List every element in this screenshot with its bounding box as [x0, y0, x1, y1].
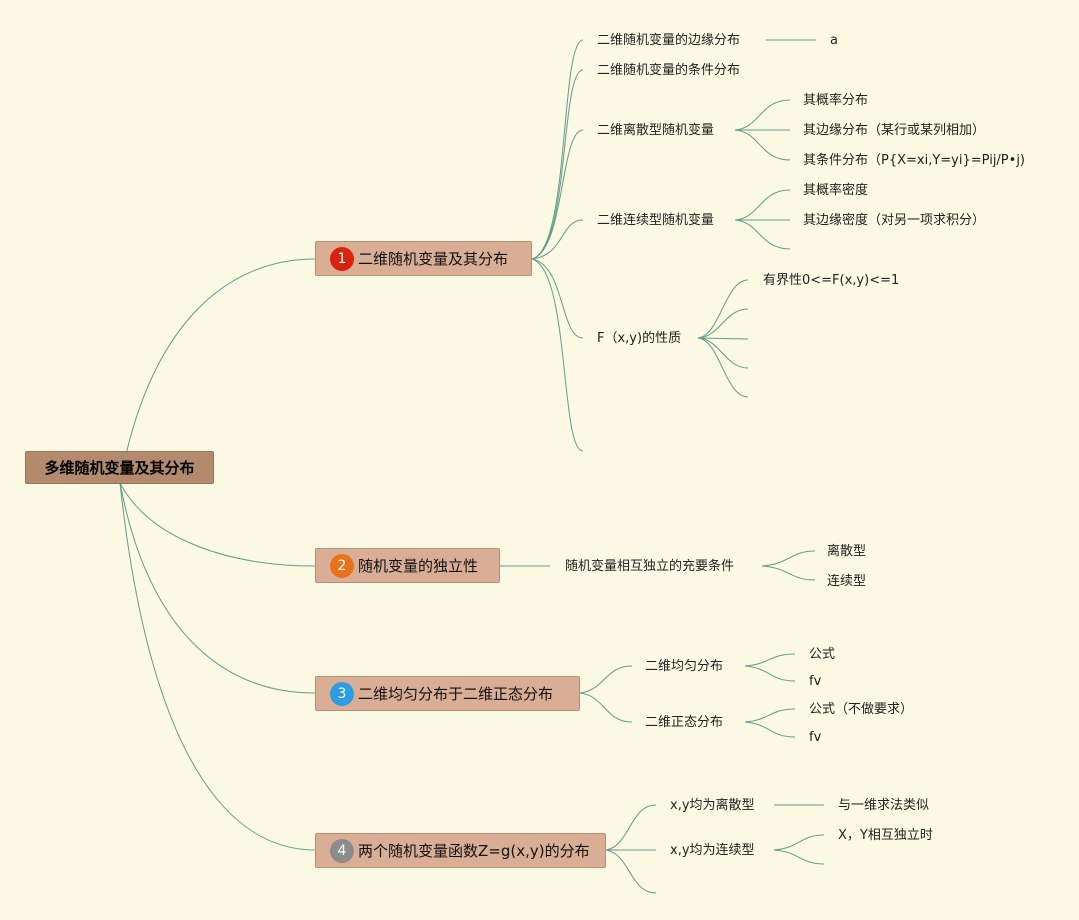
topic-discrete-child-3[interactable]: 其条件分布（P{X=xi,Y=yi}=Pij/P•j) — [803, 153, 1025, 168]
topic-discrete-child-2[interactable]: 其边缘分布（某行或某列相加） — [803, 123, 986, 138]
topic-independence-continuous[interactable]: 连续型 — [827, 574, 867, 589]
topic-both-continuous[interactable]: x,y均为连续型 — [670, 843, 755, 858]
topic-normal-fv[interactable]: fv — [809, 730, 822, 745]
topic-continuous-variable[interactable]: 二维连续型随机变量 — [597, 213, 715, 228]
topic-both-discrete[interactable]: x,y均为离散型 — [670, 798, 755, 813]
branch-4-label: 两个随机变量函数Z=g(x,y)的分布 — [358, 842, 590, 860]
branch-2-label: 随机变量的独立性 — [358, 557, 479, 575]
topic-conditional-distribution[interactable]: 二维随机变量的条件分布 — [597, 63, 741, 78]
topic-F-properties[interactable]: F（x,y)的性质 — [597, 331, 682, 346]
topic-uniform-formula[interactable]: 公式 — [809, 647, 836, 662]
topic-marginal-a[interactable]: a — [830, 33, 838, 48]
branch-3[interactable]: 3 二维均匀分布于二维正态分布 — [315, 676, 580, 711]
topic-uniform-fv[interactable]: fv — [809, 674, 822, 689]
number-badge-2: 2 — [330, 553, 354, 578]
topic-normal-formula[interactable]: 公式（不做要求） — [809, 702, 914, 717]
topic-independence-condition[interactable]: 随机变量相互独立的充要条件 — [565, 559, 735, 574]
topic-independence-discrete[interactable]: 离散型 — [827, 544, 867, 559]
number-badge-3: 3 — [330, 681, 354, 706]
topic-discrete-child-1[interactable]: 其概率分布 — [803, 93, 869, 108]
topic-normal-distribution[interactable]: 二维正态分布 — [645, 715, 724, 730]
branch-1[interactable]: 1 二维随机变量及其分布 — [315, 241, 532, 276]
branch-1-label: 二维随机变量及其分布 — [358, 250, 509, 268]
topic-both-continuous-child[interactable]: X，Y相互独立时 — [838, 828, 933, 843]
branch-2[interactable]: 2 随机变量的独立性 — [315, 548, 500, 583]
number-badge-1: 1 — [330, 246, 354, 271]
topic-F-child-1[interactable]: 有界性0<=F(x,y)<=1 — [763, 273, 900, 288]
topic-both-discrete-child[interactable]: 与一维求法类似 — [838, 798, 930, 813]
topic-continuous-child-2[interactable]: 其边缘密度（对另一项求积分） — [803, 213, 986, 228]
branch-4[interactable]: 4 两个随机变量函数Z=g(x,y)的分布 — [315, 833, 606, 868]
number-badge-4: 4 — [330, 838, 354, 863]
topic-marginal-distribution[interactable]: 二维随机变量的边缘分布 — [597, 33, 741, 48]
branch-3-label: 二维均匀分布于二维正态分布 — [358, 685, 554, 703]
root-label: 多维随机变量及其分布 — [44, 459, 195, 477]
topic-discrete-variable[interactable]: 二维离散型随机变量 — [597, 123, 715, 138]
root-topic[interactable]: 多维随机变量及其分布 — [25, 451, 214, 484]
topic-continuous-child-1[interactable]: 其概率密度 — [803, 183, 869, 198]
topic-uniform-distribution[interactable]: 二维均匀分布 — [645, 659, 724, 674]
